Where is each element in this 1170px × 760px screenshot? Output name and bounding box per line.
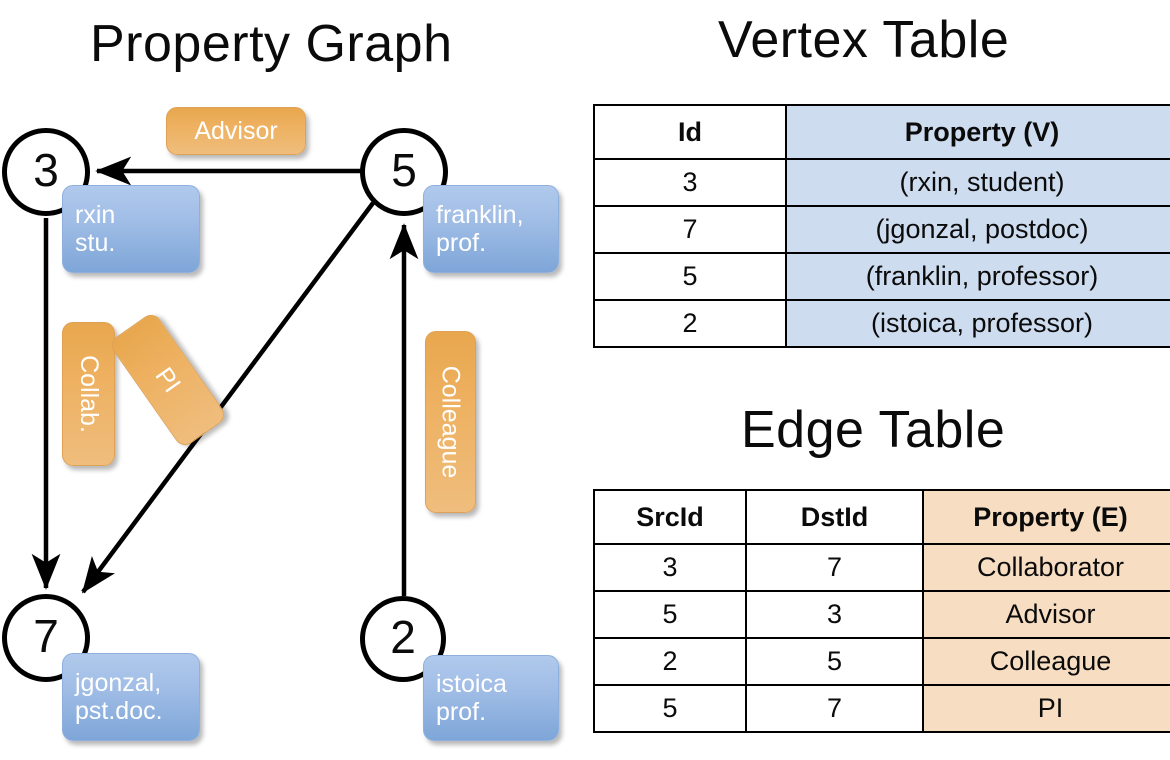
table-row: 3 7 Collaborator (593, 543, 1170, 592)
edge-property-badge-advisor: Advisor (166, 107, 306, 155)
edge-table-header-property: Property (E) (922, 489, 1170, 545)
vertex-table-header-id: Id (593, 104, 787, 160)
graph-node-5[interactable]: 5 (360, 128, 448, 216)
table-row: 7 (jgonzal, postdoc) (593, 205, 1170, 254)
vertex-property-badge-2: istoica prof. (423, 655, 559, 741)
vertex-property-badge-3: rxin stu. (62, 185, 200, 273)
vertex-cell-property: (istoica, professor) (785, 299, 1170, 348)
edge-cell-src: 5 (593, 684, 747, 733)
edge-cell-dst: 7 (745, 684, 924, 733)
graph-node-3-label: 3 (33, 144, 59, 196)
page-title-vertex-table: Vertex Table (718, 11, 1010, 69)
vertex-cell-property: (rxin, student) (785, 158, 1170, 207)
vertex-property-badge-7: jgonzal, pst.doc. (62, 653, 200, 741)
page-title-property-graph: Property Graph (90, 15, 453, 73)
edge-property-badge-colleague: Colleague (425, 331, 476, 513)
graph-node-2[interactable]: 2 (360, 596, 446, 682)
page-title-edge-table: Edge Table (741, 401, 1006, 459)
edge-property-badge-collab-label: Collab. (74, 355, 103, 433)
table-row: 2 (istoica, professor) (593, 299, 1170, 348)
graph-node-7-label: 7 (33, 610, 59, 662)
edge-cell-property: Colleague (922, 637, 1170, 686)
vertex-cell-property: (jgonzal, postdoc) (785, 205, 1170, 254)
graph-node-2-label: 2 (390, 611, 416, 663)
edge-cell-dst: 5 (745, 637, 924, 686)
edge-cell-dst: 3 (745, 590, 924, 639)
vertex-property-badge-5: franklin, prof. (423, 185, 559, 273)
edge-cell-src: 5 (593, 590, 747, 639)
vertex-table-header-row: Id Property (V) (593, 104, 1170, 160)
edge-cell-property: PI (922, 684, 1170, 733)
table-row: 5 (franklin, professor) (593, 252, 1170, 301)
vertex-cell-id: 3 (593, 158, 787, 207)
edge-table-header-row: SrcId DstId Property (E) (593, 489, 1170, 545)
edge-table: SrcId DstId Property (E) 3 7 Collaborato… (593, 489, 1170, 733)
edge-5-to-7-pi (81, 201, 375, 594)
edge-property-badge-collab: Collab. (62, 322, 115, 466)
edge-table-header-srcid: SrcId (593, 489, 747, 545)
edge-table-header-dstid: DstId (745, 489, 924, 545)
edge-property-badge-colleague-label: Colleague (436, 365, 465, 479)
edge-cell-property: Collaborator (922, 543, 1170, 592)
vertex-cell-property: (franklin, professor) (785, 252, 1170, 301)
graph-edges-svg (31, 156, 419, 596)
table-row: 5 3 Advisor (593, 590, 1170, 639)
table-row: 2 5 Colleague (593, 637, 1170, 686)
edge-property-badge-pi-label: PI (149, 362, 187, 398)
vertex-cell-id: 7 (593, 205, 787, 254)
edge-cell-property: Advisor (922, 590, 1170, 639)
vertex-cell-id: 2 (593, 299, 787, 348)
edge-cell-src: 3 (593, 543, 747, 592)
vertex-table: Id Property (V) 3 (rxin, student) 7 (jgo… (593, 104, 1170, 348)
vertex-cell-id: 5 (593, 252, 787, 301)
table-row: 3 (rxin, student) (593, 158, 1170, 207)
graph-node-5-label: 5 (391, 144, 417, 196)
vertex-table-header-property: Property (V) (785, 104, 1170, 160)
edge-cell-dst: 7 (745, 543, 924, 592)
edge-cell-src: 2 (593, 637, 747, 686)
table-row: 5 7 PI (593, 684, 1170, 733)
